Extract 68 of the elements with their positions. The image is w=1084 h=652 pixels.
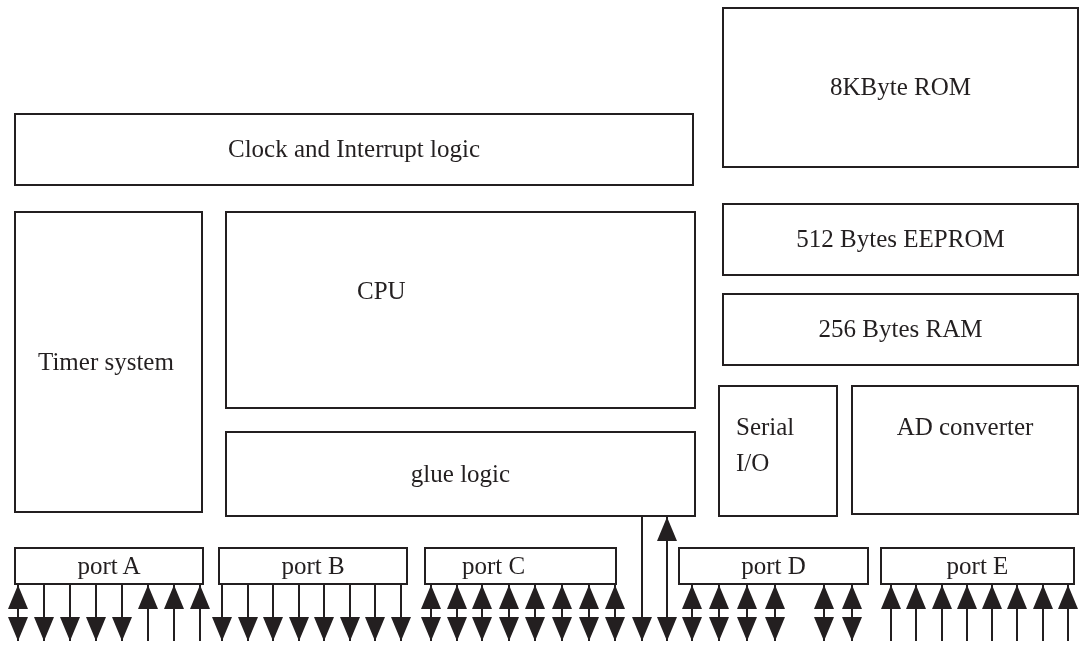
pin-arrow: [112, 584, 132, 642]
block-label: glue logic: [410, 458, 511, 489]
pin-arrow: [765, 584, 785, 642]
pin-arrow: [982, 584, 1002, 642]
pin-arrow: [60, 584, 80, 642]
block-label: 8KByte ROM: [830, 72, 971, 103]
timer-block: [14, 211, 203, 513]
pin-arrow: [164, 584, 184, 642]
block-label: port D: [741, 550, 806, 581]
block-label: 256 Bytes RAM: [818, 314, 983, 345]
pin-arrow: [86, 584, 106, 642]
pin-arrow: [814, 584, 834, 642]
pin-arrow: [238, 584, 258, 642]
serial-io-block: [718, 385, 838, 517]
block-label: port B: [281, 550, 345, 581]
block-label: Serial I/O: [736, 412, 796, 479]
pin-arrow: [632, 516, 652, 642]
pin-arrow: [552, 584, 572, 642]
pin-arrow: [657, 516, 677, 642]
pin-arrow: [447, 584, 467, 642]
pin-arrow: [499, 584, 519, 642]
memory-block: [722, 7, 1079, 168]
pin-arrow: [525, 584, 545, 642]
pin-arrow: [289, 584, 309, 642]
pin-arrow: [340, 584, 360, 642]
pin-arrow: [138, 584, 158, 642]
port-block: [14, 547, 204, 585]
pin-arrow: [957, 584, 977, 642]
logic-block: [225, 431, 696, 517]
pin-arrow: [579, 584, 599, 642]
pin-arrow: [190, 584, 210, 642]
pin-arrow: [365, 584, 385, 642]
port-block: [880, 547, 1075, 585]
block-label: Clock and Interrupt logic: [228, 134, 480, 165]
pin-arrow: [906, 584, 926, 642]
pin-arrow: [314, 584, 334, 642]
port-block: [678, 547, 869, 585]
converter-block: [851, 385, 1079, 515]
pin-arrow: [34, 584, 54, 642]
pin-arrow: [605, 584, 625, 642]
memory-block: [722, 203, 1079, 276]
pin-arrow: [709, 584, 729, 642]
pin-arrow: [1007, 584, 1027, 642]
block-label: port A: [77, 550, 141, 581]
block-label: port E: [946, 550, 1009, 581]
port-block: [424, 547, 617, 585]
block-label: CPU: [357, 276, 406, 306]
pin-arrow: [421, 584, 441, 642]
memory-block: [722, 293, 1079, 366]
logic-block: [14, 113, 694, 186]
pin-arrow: [8, 584, 28, 642]
pin-arrow: [682, 584, 702, 642]
pin-arrow: [881, 584, 901, 642]
pin-arrow: [391, 584, 411, 642]
pin-arrow: [212, 584, 232, 642]
block-label: 512 Bytes EEPROM: [796, 224, 1005, 255]
pin-arrow: [842, 584, 862, 642]
pin-arrow: [932, 584, 952, 642]
pin-arrow: [1058, 584, 1078, 642]
pin-arrow: [1033, 584, 1053, 642]
port-block: [218, 547, 408, 585]
block-label: Timer system: [38, 346, 174, 377]
pin-arrow: [472, 584, 492, 642]
block-label: AD converter: [896, 412, 1034, 442]
pin-arrow: [263, 584, 283, 642]
block-label: port C: [462, 550, 526, 581]
cpu-block: [225, 211, 696, 409]
pin-arrow: [737, 584, 757, 642]
